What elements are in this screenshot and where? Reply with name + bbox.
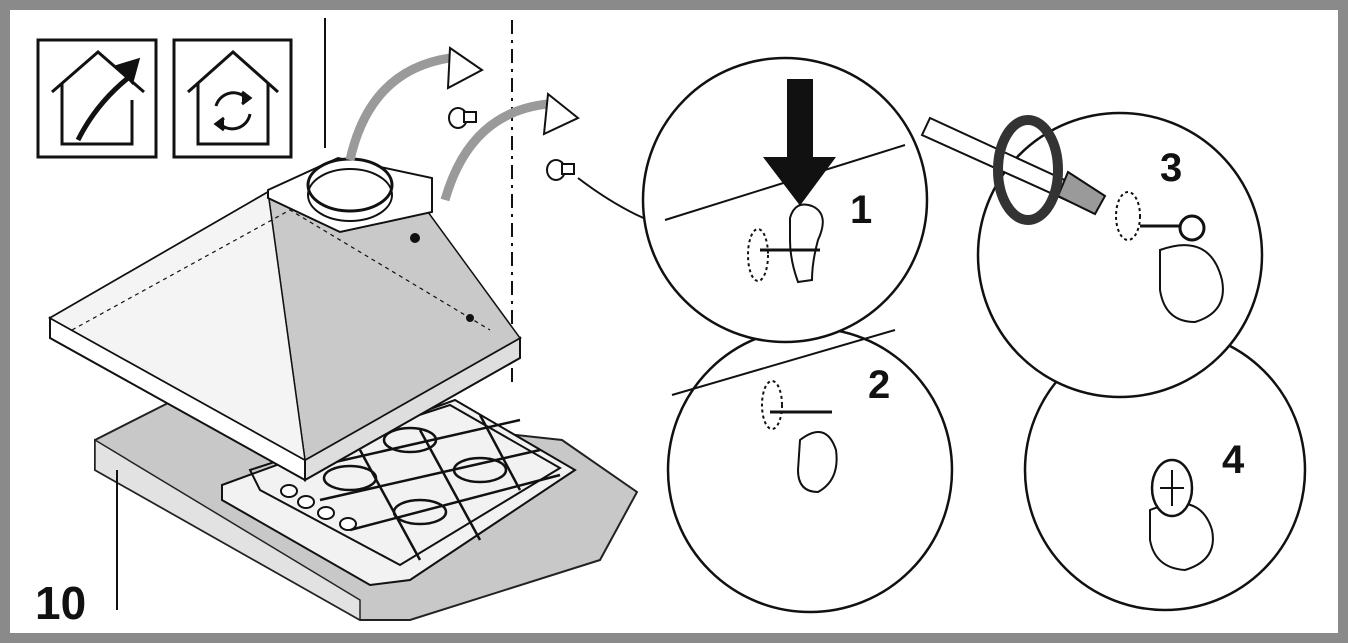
detail-4-content	[1149, 458, 1214, 572]
detail-2-content	[671, 329, 896, 494]
cooker-hood	[47, 156, 523, 482]
step-label-1: 1	[850, 188, 873, 232]
ducted-exhaust-mode-icon	[36, 38, 158, 159]
page-number: 10	[35, 577, 87, 629]
detail-3-content	[920, 115, 1224, 324]
recirculation-mode-icon	[172, 38, 293, 159]
detail-1-content	[664, 79, 906, 284]
step-label-2: 2	[868, 363, 891, 407]
down-arrow-icon	[762, 79, 836, 206]
screw-arrows	[345, 46, 580, 202]
detail-circle-1	[641, 56, 929, 344]
step-label-3: 3	[1160, 146, 1183, 190]
gas-hob	[221, 398, 577, 587]
rotate-arrow-icon	[993, 115, 1063, 225]
step-label-4: 4	[1222, 438, 1245, 482]
wall-screw-icon	[448, 107, 575, 181]
detail-circle-3	[976, 111, 1264, 399]
